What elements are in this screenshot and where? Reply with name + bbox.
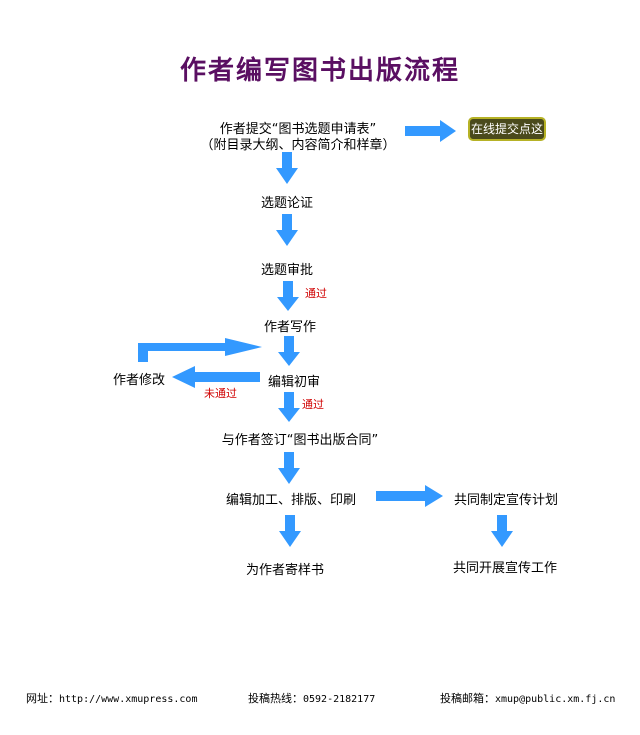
footer-site: 网址：http://www.xmupress.com [26,690,197,706]
node-promo-work: 共同开展宣传工作 [452,561,557,576]
node-approve: 选题审批 [260,263,313,278]
arrow-down-8 [491,515,513,547]
node-contract: 与作者签订“图书出版合同” [221,433,379,448]
node-edit: 编辑加工、排版、印刷 [225,493,356,508]
arrow-down-1 [276,152,298,184]
node-submit-line2: （附目录大纲、内容简介和样章） [200,138,396,153]
footer-site-label: 网址： [26,692,59,705]
label-pass-1: 通过 [305,287,327,300]
arrow-right-promo [376,485,443,507]
arrow-down-5 [278,392,300,422]
node-first-review: 编辑初审 [267,375,320,390]
node-submit-line1: 作者提交“图书选题申请表” [219,122,377,137]
label-pass-2: 通过 [302,398,324,411]
arrow-loop-return [138,338,262,362]
label-fail: 未通过 [204,387,237,400]
arrow-down-2 [276,214,298,246]
online-submit-button[interactable]: 在线提交点这 [468,117,546,141]
arrow-down-7 [279,515,301,547]
node-send-sample: 为作者寄样书 [245,563,324,578]
footer-hotline: 投稿热线：0592-2182177 [248,690,375,706]
arrow-right-online [405,120,456,142]
footer-email: 投稿邮箱：xmup@public.xm.fj.cn [440,690,615,706]
footer-email-value[interactable]: xmup@public.xm.fj.cn [495,694,616,705]
arrow-down-6 [278,452,300,484]
footer-hotline-value: 0592-2182177 [303,694,376,705]
arrow-down-4 [278,336,300,366]
node-promo-plan: 共同制定宣传计划 [453,493,558,508]
footer-email-label: 投稿邮箱： [440,692,495,705]
page-title: 作者编写图书出版流程 [179,56,460,86]
footer-hotline-label: 投稿热线： [248,692,303,705]
node-review: 选题论证 [260,196,313,211]
footer-site-link[interactable]: http://www.xmupress.com [59,694,198,705]
node-revise: 作者修改 [112,373,165,388]
node-write: 作者写作 [263,320,316,335]
arrow-down-3 [277,281,299,311]
arrow-left-revise [172,366,260,388]
